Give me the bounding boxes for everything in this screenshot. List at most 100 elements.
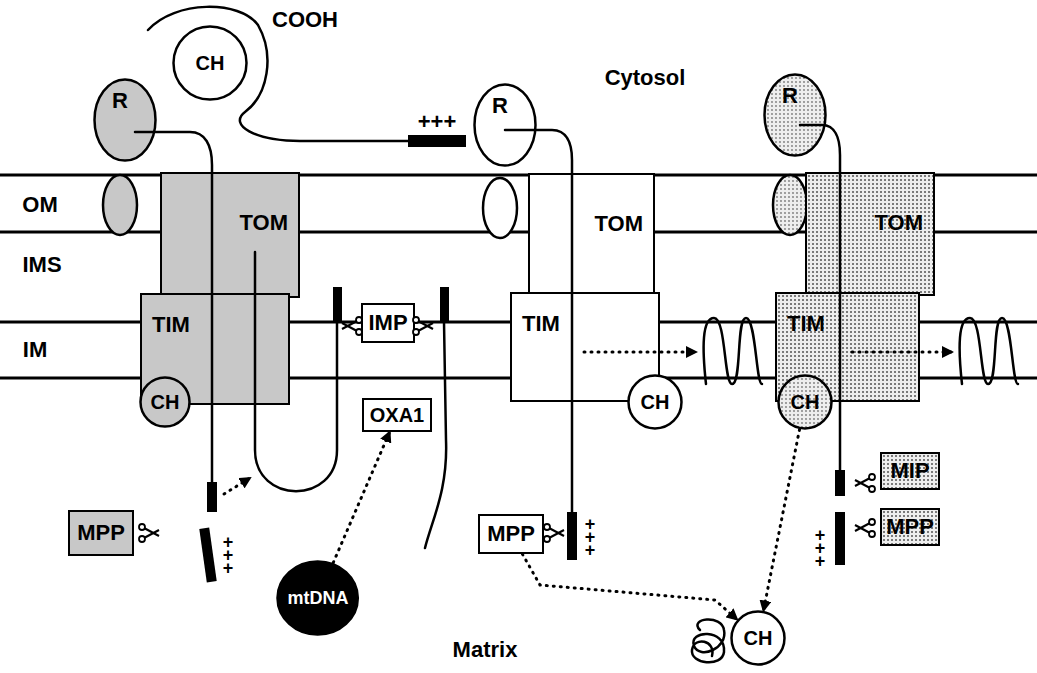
label-anchor: OM bbox=[22, 192, 57, 217]
compartment-label: Cytosol bbox=[605, 65, 686, 90]
node-shape bbox=[629, 376, 682, 429]
node-text: TIM bbox=[522, 311, 560, 336]
node-text: TOM bbox=[595, 211, 643, 236]
transport-arrow bbox=[333, 432, 389, 563]
node-shape bbox=[765, 75, 826, 156]
node-text: MPP bbox=[487, 521, 535, 546]
label-anchor: +++ bbox=[222, 536, 235, 575]
node-text: TOM bbox=[875, 210, 923, 235]
node-shape bbox=[779, 376, 832, 429]
scissors-symbol bbox=[855, 474, 875, 492]
node-shape bbox=[475, 85, 536, 166]
node-text: TIM bbox=[152, 312, 190, 337]
precursor-chain bbox=[425, 322, 446, 548]
presequence-bar bbox=[835, 470, 845, 496]
terminus-label: COOH bbox=[272, 7, 338, 32]
receptor-lobe bbox=[773, 175, 807, 235]
label-anchor: IMS bbox=[22, 252, 61, 277]
precursor-chain bbox=[800, 125, 840, 470]
node-text: R bbox=[782, 83, 798, 108]
precursor-chain bbox=[148, 7, 408, 141]
node-text: mtDNA bbox=[287, 588, 348, 609]
tom-complex: TOM bbox=[805, 172, 935, 296]
chaperone-circle: CH bbox=[627, 374, 683, 430]
precursor-chain bbox=[505, 130, 572, 512]
mtdna-circle: mtDNA bbox=[276, 560, 359, 636]
node-text: CH bbox=[744, 627, 773, 650]
charge-label: +++ bbox=[584, 518, 597, 557]
receptor-ellipse: R bbox=[93, 78, 157, 162]
node-text: R bbox=[112, 88, 128, 113]
insertase-box: OXA1 bbox=[362, 398, 432, 432]
receptor-ellipse: R bbox=[473, 83, 537, 167]
presequence-bar bbox=[333, 287, 342, 322]
charge-label: +++ bbox=[814, 529, 827, 568]
compartment-label: Matrix bbox=[453, 637, 518, 662]
presequence-bar bbox=[207, 482, 217, 512]
tom-complex: TOM bbox=[528, 173, 655, 297]
tom-complex: TOM bbox=[160, 172, 300, 298]
node-text: MPP bbox=[886, 514, 934, 539]
label-anchor: Matrix bbox=[453, 637, 518, 662]
node-shape bbox=[732, 612, 785, 665]
membrane-label: OM bbox=[22, 192, 57, 217]
precursor-chain bbox=[255, 252, 337, 491]
chaperone-circle: CH bbox=[139, 376, 191, 428]
transport-arrow bbox=[522, 554, 737, 619]
chaperone-circle: CH bbox=[777, 374, 833, 430]
membrane-helix bbox=[960, 318, 1018, 384]
node-text: TIM bbox=[787, 311, 825, 336]
node-shape bbox=[95, 80, 156, 161]
node-text: CH bbox=[196, 52, 225, 75]
charge-label: +++ bbox=[222, 536, 235, 575]
chaperone-circle: CH bbox=[730, 610, 786, 666]
peptidase-box: MPP bbox=[880, 508, 940, 546]
lateral-sorting-arrow bbox=[584, 351, 696, 354]
presequence-bar bbox=[835, 512, 845, 565]
node-shape bbox=[174, 27, 247, 100]
node-text: CH bbox=[641, 391, 670, 414]
node-text: IMP bbox=[368, 310, 407, 335]
scissors-symbol bbox=[413, 317, 433, 335]
label-anchor: +++ bbox=[814, 529, 827, 568]
node-shape bbox=[278, 562, 358, 635]
lateral-sorting-arrow bbox=[852, 351, 952, 354]
charge-label: +++ bbox=[418, 109, 457, 134]
receptor-lobe bbox=[483, 178, 517, 238]
label-anchor: +++ bbox=[418, 109, 457, 134]
scissors-symbol bbox=[855, 519, 875, 537]
peptidase-box: MIP bbox=[880, 452, 940, 490]
node-text: CH bbox=[791, 391, 820, 414]
label-anchor: COOH bbox=[272, 7, 338, 32]
scissors-symbol bbox=[139, 524, 159, 542]
node-text: MPP bbox=[77, 520, 125, 545]
scissors-symbol bbox=[342, 317, 362, 335]
label-anchor: +++ bbox=[584, 518, 597, 557]
node-shape bbox=[141, 378, 190, 427]
node-text: R bbox=[492, 93, 508, 118]
compartment-label: IMS bbox=[22, 252, 61, 277]
chaperone-circle: CH bbox=[172, 25, 248, 101]
receptor-lobe bbox=[103, 175, 137, 235]
transport-arrow bbox=[763, 429, 799, 610]
presequence-bar bbox=[199, 528, 216, 583]
precursor-chain bbox=[135, 132, 212, 482]
node-text: OXA1 bbox=[370, 404, 424, 427]
sorting-arrow bbox=[224, 478, 250, 494]
peptidase-box: MPP bbox=[478, 514, 544, 554]
label-anchor: Cytosol bbox=[605, 65, 686, 90]
scissors-symbol bbox=[544, 524, 564, 542]
folded-protein bbox=[692, 619, 724, 662]
presequence-bar bbox=[567, 512, 577, 560]
node-text: MIP bbox=[890, 458, 929, 483]
membrane-helix bbox=[704, 318, 762, 384]
presequence-bar bbox=[440, 287, 449, 322]
peptidase-box: IMP bbox=[361, 303, 414, 343]
label-anchor: IM bbox=[23, 337, 47, 362]
node-text: TOM bbox=[240, 210, 288, 235]
receptor-ellipse: R bbox=[763, 73, 827, 157]
presequence-bar bbox=[408, 135, 466, 147]
peptidase-box: MPP bbox=[68, 510, 134, 556]
